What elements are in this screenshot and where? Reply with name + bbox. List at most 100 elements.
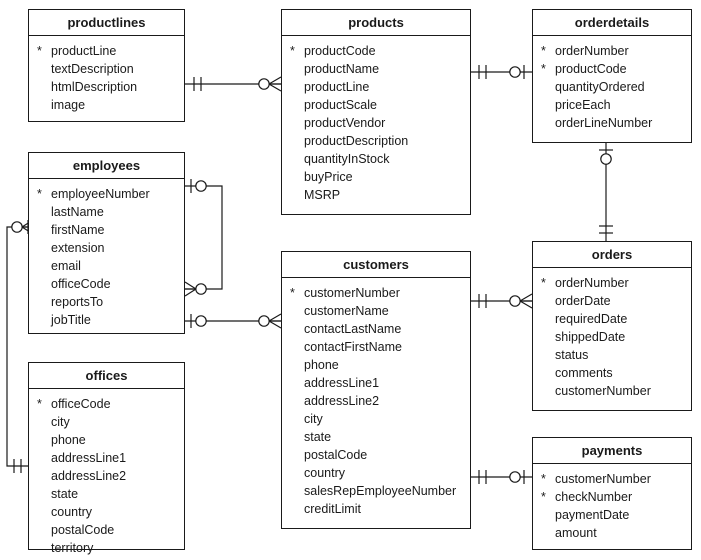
attribute-row: state — [29, 485, 184, 503]
entity-title-orders: orders — [533, 242, 691, 268]
entity-title-productlines: productlines — [29, 10, 184, 36]
link-customers-payments[interactable] — [471, 470, 532, 484]
attribute-name: addressLine1 — [51, 451, 127, 465]
attribute-name: orderNumber — [555, 44, 629, 58]
attribute-name: state — [304, 430, 332, 444]
attribute-row: status — [533, 346, 691, 364]
attribute-row: *employeeNumber — [29, 185, 184, 203]
attribute-name: customerNumber — [304, 286, 400, 300]
attribute-name: postalCode — [51, 523, 115, 537]
link-orderdetails-orders[interactable] — [599, 143, 613, 241]
attribute-name: phone — [304, 358, 339, 372]
attribute-row: productLine — [282, 78, 470, 96]
attribute-name: status — [555, 348, 589, 362]
attribute-row: *orderNumber — [533, 274, 691, 292]
link-employees-employees[interactable] — [184, 179, 223, 297]
attribute-name: textDescription — [51, 62, 134, 76]
attribute-row: productDescription — [282, 132, 470, 150]
attribute-name: reportsTo — [51, 295, 104, 309]
attribute-row: image — [29, 96, 184, 114]
entity-payments[interactable]: payments *customerNumber * checkNumber payme… — [532, 437, 692, 550]
attribute-row: orderDate — [533, 292, 691, 310]
attribute-list-customers: * customerNumber customerName contactLastNa… — [282, 278, 470, 524]
attribute-row: textDescription — [29, 60, 184, 78]
attribute-row: orderLineNumber — [533, 114, 691, 132]
attribute-row: extension — [29, 239, 184, 257]
attribute-row: buyPrice — [282, 168, 470, 186]
primary-key-marker: * — [37, 187, 42, 201]
attribute-name: requiredDate — [555, 312, 628, 326]
entity-title-offices: offices — [29, 363, 184, 389]
primary-key-marker: * — [541, 276, 546, 290]
entity-customers[interactable]: customers * customerNumber customerName cont… — [281, 251, 471, 529]
attribute-row: productScale — [282, 96, 470, 114]
attribute-name: checkNumber — [555, 490, 633, 504]
attribute-name: country — [304, 466, 345, 480]
attribute-row: country — [29, 503, 184, 521]
attribute-row: creditLimit — [282, 500, 470, 518]
attribute-name: customerNumber — [555, 472, 651, 486]
entity-title-customers: customers — [282, 252, 470, 278]
attribute-name: postalCode — [304, 448, 368, 462]
attribute-row: productName — [282, 60, 470, 78]
attribute-row: addressLine2 — [282, 392, 470, 410]
attribute-name: officeCode — [51, 277, 111, 291]
attribute-name: buyPrice — [304, 170, 353, 184]
attribute-name: productName — [304, 62, 380, 76]
entity-title-payments: payments — [533, 438, 691, 464]
attribute-name: country — [51, 505, 92, 519]
attribute-row: state — [282, 428, 470, 446]
attribute-row: city — [29, 413, 184, 431]
primary-key-marker: * — [290, 44, 295, 58]
attribute-row: contactLastName — [282, 320, 470, 338]
attribute-name: salesRepEmployeeNumber — [304, 484, 457, 498]
attribute-name: paymentDate — [555, 508, 630, 522]
attribute-name: creditLimit — [304, 502, 361, 516]
attribute-name: contactLastName — [304, 322, 402, 336]
attribute-row: addressLine2 — [29, 467, 184, 485]
link-employees-customers[interactable] — [185, 313, 282, 329]
attribute-name: comments — [555, 366, 613, 380]
primary-key-marker: * — [290, 286, 295, 300]
attribute-row: addressLine1 — [29, 449, 184, 467]
attribute-row: *customerNumber — [533, 470, 691, 488]
attribute-row: salesRepEmployeeNumber — [282, 482, 470, 500]
attribute-name: priceEach — [555, 98, 611, 112]
attribute-row: customerName — [282, 302, 470, 320]
attribute-name: quantityOrdered — [555, 80, 645, 94]
attribute-name: officeCode — [51, 397, 111, 411]
attribute-row: officeCode — [29, 275, 184, 293]
attribute-row: * productCode — [533, 60, 691, 78]
primary-key-marker: * — [541, 490, 546, 504]
attribute-row: requiredDate — [533, 310, 691, 328]
attribute-name: territory — [51, 541, 94, 555]
attribute-row: addressLine1 — [282, 374, 470, 392]
link-customers-orders[interactable] — [471, 293, 533, 309]
primary-key-marker: * — [541, 62, 546, 76]
attribute-name: productCode — [555, 62, 627, 76]
attribute-row: MSRP — [282, 186, 470, 204]
attribute-row: paymentDate — [533, 506, 691, 524]
attribute-name: orderLineNumber — [555, 116, 653, 130]
primary-key-marker: * — [541, 44, 546, 58]
link-productlines-products[interactable] — [185, 76, 282, 92]
attribute-row: * checkNumber — [533, 488, 691, 506]
attribute-name: state — [51, 487, 79, 501]
attribute-row: lastName — [29, 203, 184, 221]
attribute-row: customerNumber — [533, 382, 691, 400]
attribute-row: * orderNumber — [533, 42, 691, 60]
attribute-row: jobTitle — [29, 311, 184, 329]
attribute-name: city — [304, 412, 323, 426]
attribute-name: email — [51, 259, 81, 273]
link-products-orderdetails[interactable] — [471, 65, 532, 79]
